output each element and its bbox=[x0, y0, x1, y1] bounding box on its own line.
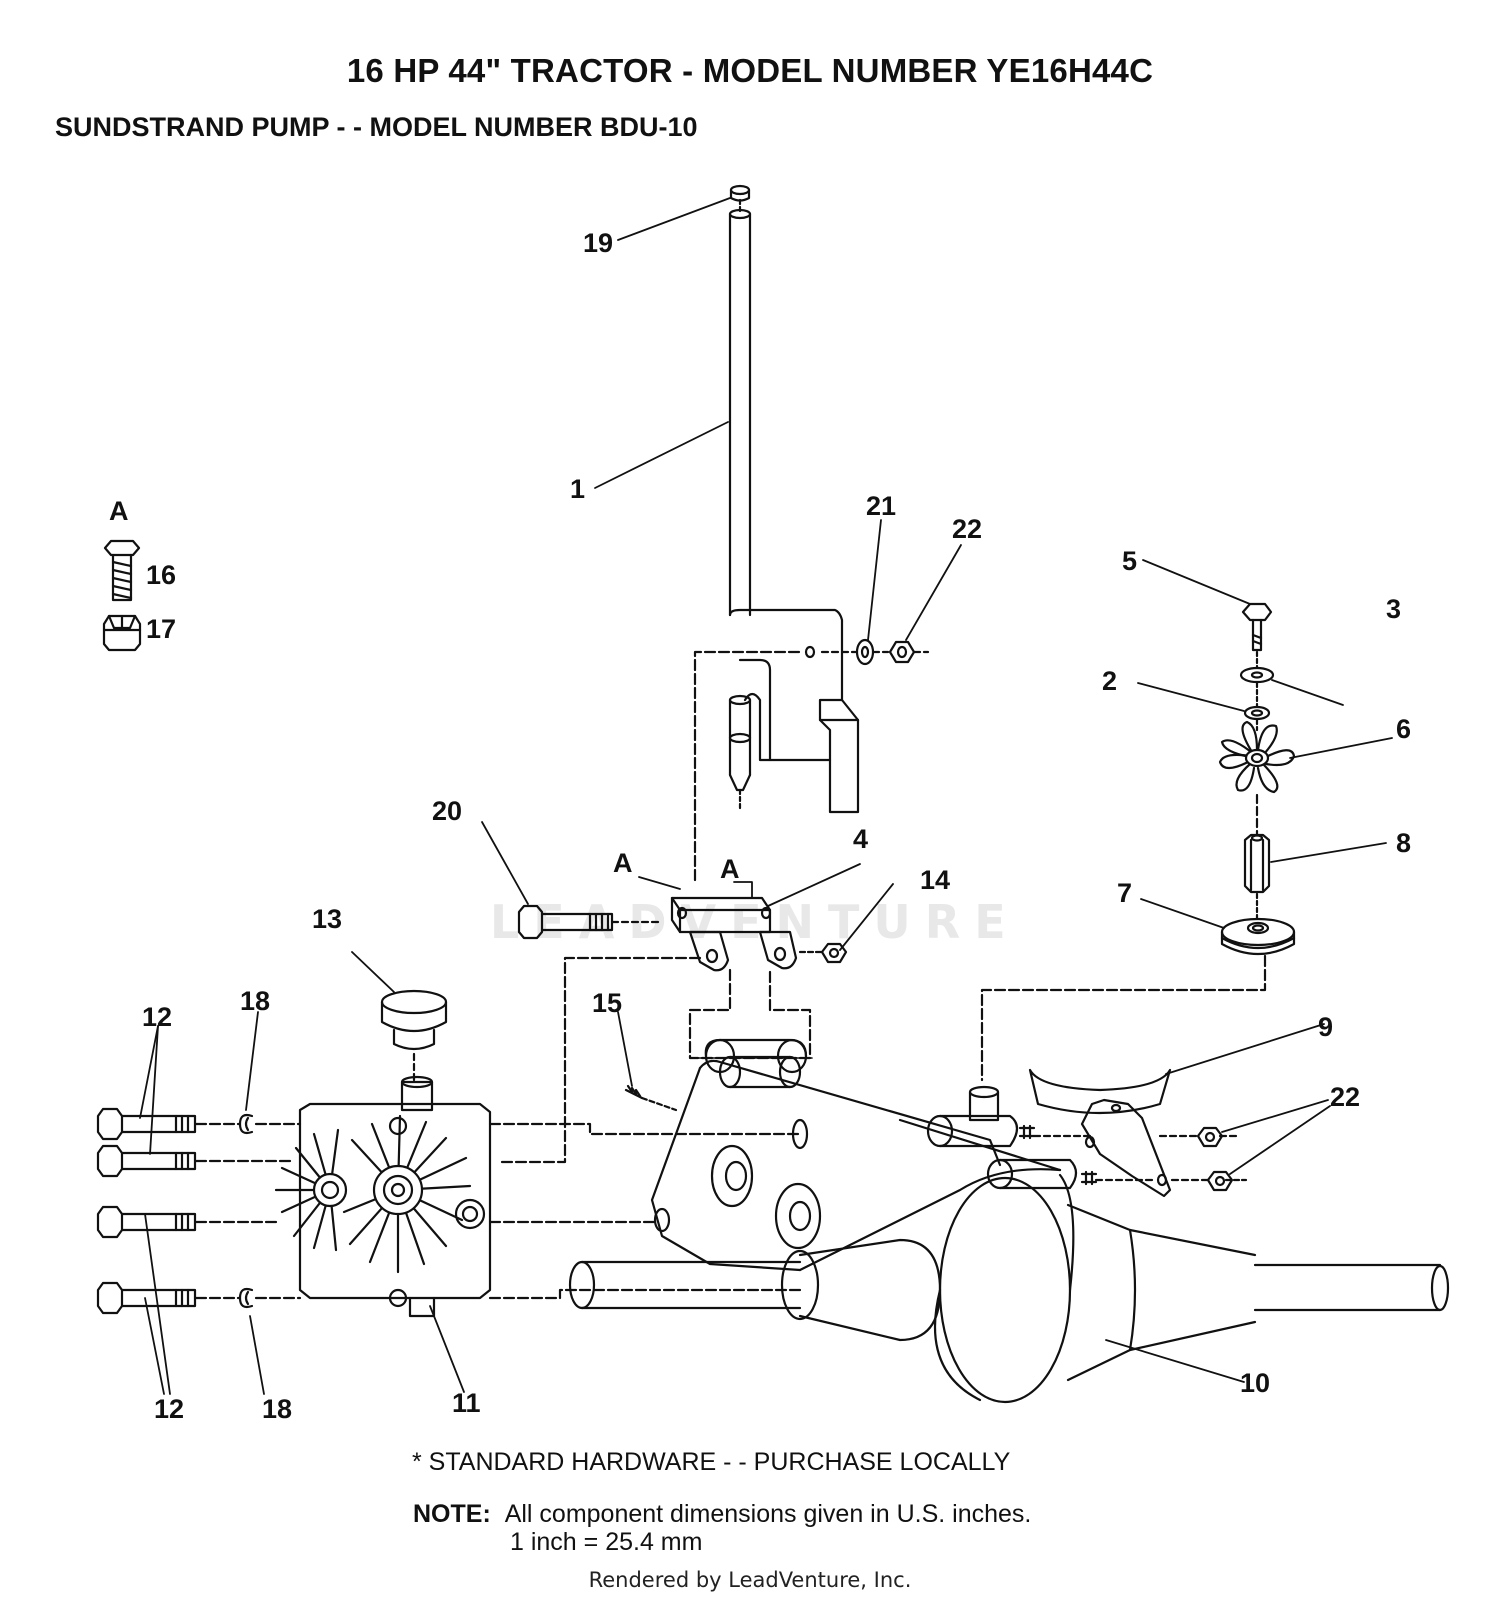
part-21-washer[interactable] bbox=[855, 638, 875, 666]
part-18-retaining-ring-upper[interactable] bbox=[238, 1113, 254, 1135]
callout-14: 14 bbox=[920, 865, 950, 895]
key-label-a: A bbox=[109, 496, 129, 526]
part-16-bolt[interactable] bbox=[103, 539, 141, 602]
callout-21: 21 bbox=[866, 491, 896, 521]
callout-16: 16 bbox=[146, 560, 176, 590]
part-22-nut-upper[interactable] bbox=[888, 640, 916, 664]
part-6-fan[interactable] bbox=[1218, 720, 1296, 794]
callout-11: 11 bbox=[452, 1388, 481, 1418]
callout-5: 5 bbox=[1122, 546, 1137, 576]
note-label: NOTE: bbox=[413, 1500, 491, 1528]
callout-6: 6 bbox=[1396, 714, 1411, 744]
callout-9: 9 bbox=[1318, 1012, 1333, 1042]
callout-18-lower: 18 bbox=[262, 1394, 292, 1424]
part-20-bolt[interactable] bbox=[517, 904, 614, 940]
callout-15: 15 bbox=[592, 988, 622, 1018]
part-10-transaxle[interactable] bbox=[568, 1038, 1450, 1404]
callout-3: 3 bbox=[1386, 594, 1401, 624]
part-2-washer[interactable] bbox=[1243, 705, 1271, 721]
part-13-dipstick-cap[interactable] bbox=[380, 989, 448, 1051]
page-subtitle: SUNDSTRAND PUMP - - MODEL NUMBER BDU-10 bbox=[55, 112, 698, 142]
watermark: LEADVENTURE bbox=[490, 895, 1020, 949]
callout-20: 20 bbox=[432, 796, 462, 826]
callout-22-lower: 22 bbox=[1330, 1082, 1360, 1112]
ref-a-right: A bbox=[720, 854, 740, 884]
callout-4: 4 bbox=[853, 824, 868, 854]
page-title: 16 HP 44" TRACTOR - MODEL NUMBER YE16H44… bbox=[346, 52, 1154, 89]
callout-2: 2 bbox=[1102, 666, 1117, 696]
part-5-bolt[interactable] bbox=[1241, 602, 1273, 652]
ref-a-left: A bbox=[613, 848, 633, 878]
part-12-bolts[interactable] bbox=[96, 1107, 197, 1315]
note-text-1: All component dimensions given in U.S. i… bbox=[504, 1500, 1032, 1528]
rendered-by: Rendered by LeadVenture, Inc. bbox=[588, 1568, 912, 1592]
callout-1: 1 bbox=[570, 474, 585, 504]
callout-7: 7 bbox=[1117, 878, 1132, 908]
standard-hardware-note: * STANDARD HARDWARE - - PURCHASE LOCALLY bbox=[412, 1448, 1011, 1476]
part-22-nut-lower-b[interactable] bbox=[1206, 1170, 1234, 1192]
callout-10: 10 bbox=[1240, 1368, 1270, 1398]
part-22-nut-lower-a[interactable] bbox=[1196, 1126, 1224, 1148]
part-3-washer[interactable] bbox=[1239, 666, 1275, 684]
part-11-pump-body[interactable] bbox=[274, 1075, 492, 1318]
callout-17: 17 bbox=[146, 614, 176, 644]
part-15-setscrew[interactable] bbox=[624, 1084, 644, 1100]
part-8-spacer[interactable] bbox=[1243, 833, 1271, 894]
part-1-control-rod[interactable] bbox=[728, 208, 860, 814]
part-14-nut[interactable] bbox=[820, 942, 848, 964]
callout-13: 13 bbox=[312, 904, 342, 934]
part-4-pivot-mount[interactable] bbox=[670, 896, 798, 972]
note-line-1: NOTE: All component dimensions given in … bbox=[413, 1500, 1031, 1529]
callout-12-lower: 12 bbox=[154, 1394, 184, 1424]
callout-18-upper: 18 bbox=[240, 986, 270, 1016]
part-7-pulley[interactable] bbox=[1220, 917, 1296, 955]
callout-19: 19 bbox=[583, 228, 613, 258]
part-9-bracket[interactable] bbox=[1028, 1068, 1172, 1198]
part-18-retaining-ring-lower[interactable] bbox=[238, 1287, 254, 1309]
callout-12-upper: 12 bbox=[142, 1002, 172, 1032]
callout-8: 8 bbox=[1396, 828, 1411, 858]
note-line-2: 1 inch = 25.4 mm bbox=[510, 1528, 703, 1556]
callout-22-upper: 22 bbox=[952, 514, 982, 544]
part-19-cap[interactable] bbox=[729, 184, 751, 202]
part-17-castle-nut[interactable] bbox=[102, 614, 142, 652]
